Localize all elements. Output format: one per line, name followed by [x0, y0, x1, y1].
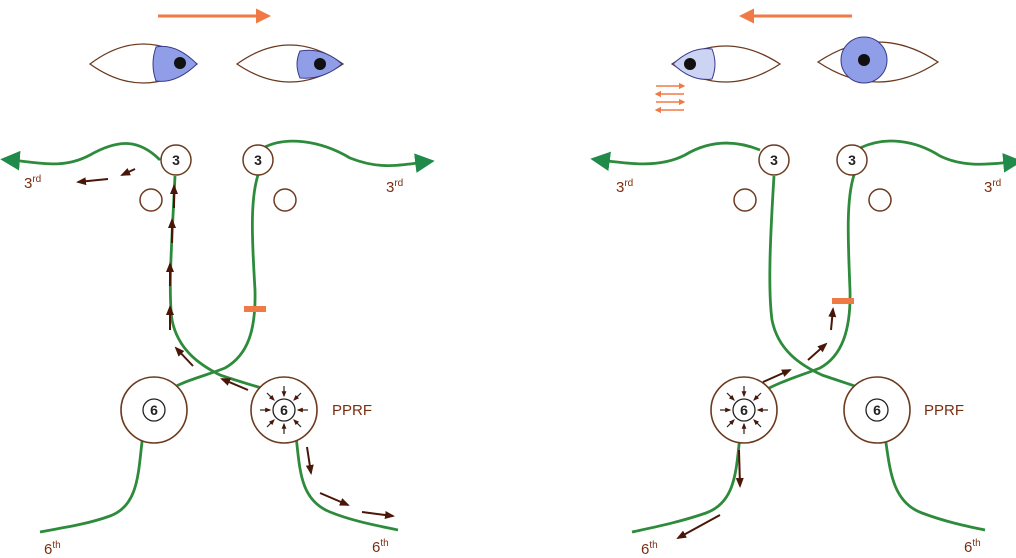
svg-text:3: 3 [770, 152, 778, 168]
mlf-left [770, 176, 880, 395]
third-nerve-right [860, 141, 1013, 164]
svg-text:3: 3 [172, 152, 180, 168]
third-nerve-left [600, 143, 760, 164]
mlf-lesion [832, 298, 854, 304]
label-sixth-left: 6th [44, 540, 61, 558]
label-third-left: 3rd [24, 174, 41, 192]
svg-text:6: 6 [873, 402, 881, 418]
eye-icon [237, 45, 343, 82]
mlf-left [170, 176, 285, 395]
accessory-nucleus-right [274, 189, 296, 211]
third-nucleus-left: 3 [759, 145, 789, 175]
label-third-right: 3rd [984, 178, 1001, 196]
accessory-nucleus-left [140, 189, 162, 211]
panel-right: 3 3 6 6 [600, 16, 1013, 558]
panel-left: 3 3 6 6 [10, 16, 425, 558]
nystagmus-arrows-icon [656, 86, 684, 110]
accessory-nucleus-left [734, 189, 756, 211]
signal-arrows [78, 169, 393, 516]
mlf-lesion [244, 306, 266, 312]
sixth-nucleus-right-pprf: 6 [251, 377, 317, 443]
third-nucleus-right: 3 [837, 145, 867, 175]
svg-text:3: 3 [848, 152, 856, 168]
eye-icon [90, 44, 197, 83]
svg-text:6: 6 [150, 402, 158, 418]
sixth-nerve-left [632, 436, 740, 532]
sixth-nerve-right [296, 436, 398, 530]
label-pprf: PPRF [332, 402, 372, 419]
label-sixth-left: 6th [641, 540, 658, 558]
sixth-nerve-left [40, 434, 143, 532]
label-pprf: PPRF [924, 402, 964, 419]
third-nerve-left [10, 144, 160, 164]
label-third-right: 3rd [386, 178, 403, 196]
sixth-nerve-right [885, 436, 985, 530]
svg-text:6: 6 [280, 402, 288, 418]
sixth-nucleus-left-pprf: 6 [711, 377, 777, 443]
third-nucleus-left: 3 [161, 145, 191, 175]
third-nucleus-right: 3 [243, 145, 273, 175]
label-sixth-right: 6th [964, 538, 981, 556]
accessory-nucleus-right [869, 189, 891, 211]
third-nerve-right [263, 141, 425, 165]
label-third-left: 3rd [616, 178, 633, 196]
sixth-nucleus-right: 6 [844, 377, 910, 443]
mlf-right [165, 175, 258, 392]
eye-icon [818, 37, 938, 83]
sixth-nucleus-left: 6 [121, 377, 187, 443]
svg-text:3: 3 [254, 152, 262, 168]
label-sixth-right: 6th [372, 538, 389, 556]
eye-icon [672, 46, 780, 82]
svg-text:6: 6 [740, 402, 748, 418]
